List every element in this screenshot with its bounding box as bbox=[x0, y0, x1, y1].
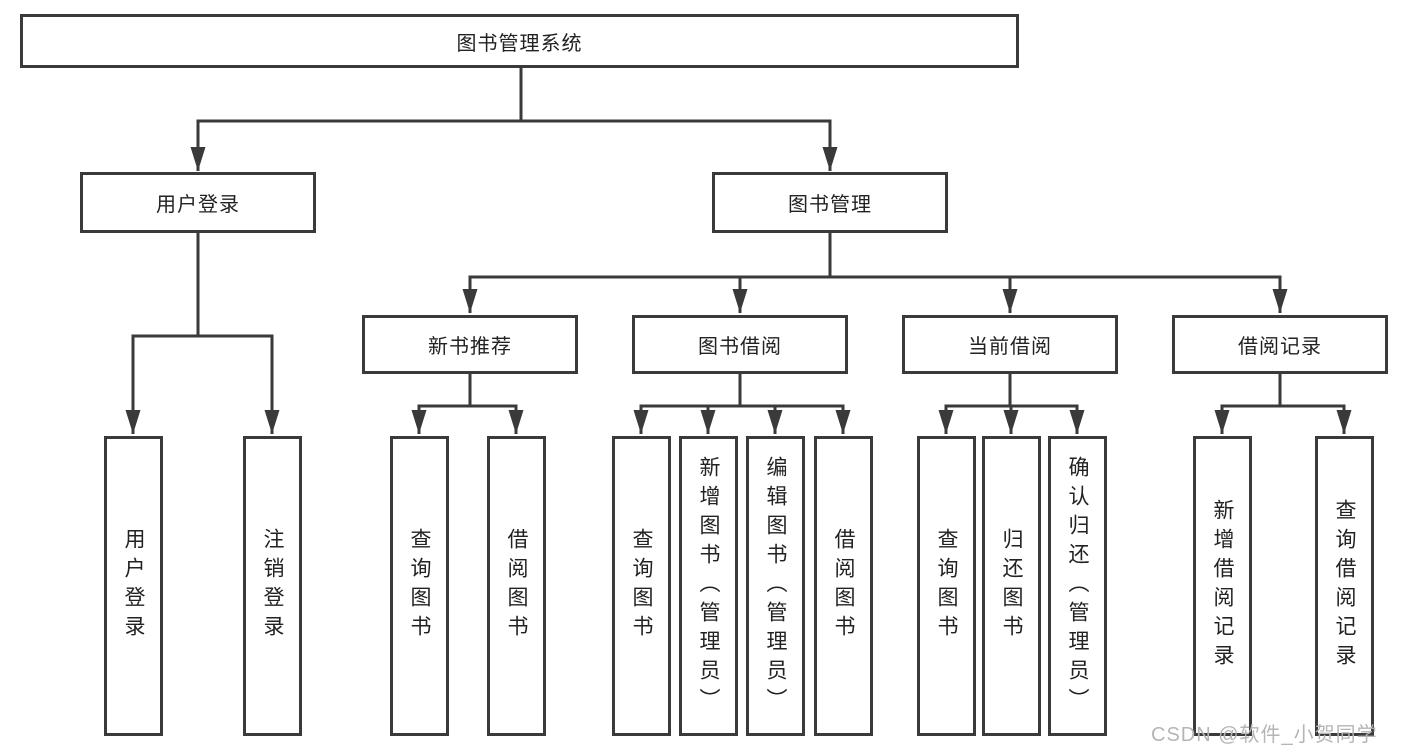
node-user-login: 用户登录 bbox=[80, 172, 316, 233]
leaf-borrow-books-borrowing: 借阅图书 bbox=[814, 436, 873, 736]
csdn-watermark: CSDN @软件_小贺同学 bbox=[1151, 724, 1378, 746]
connector-new-book-recommend-children bbox=[411, 374, 524, 434]
leaf-confirm-return-admin-label: 确认归还（管理员） bbox=[1066, 455, 1089, 717]
leaf-user-login-label: 用户登录 bbox=[122, 528, 145, 644]
node-system-root: 图书管理系统 bbox=[20, 14, 1019, 68]
leaf-add-books-admin-label: 新增图书（管理员） bbox=[697, 455, 720, 717]
node-book-management: 图书管理 bbox=[712, 172, 948, 233]
node-current-borrowing: 当前借阅 bbox=[902, 315, 1118, 374]
leaf-logout: 注销登录 bbox=[243, 436, 302, 736]
connector-user-login-children bbox=[125, 233, 280, 434]
leaf-borrow-books-borrowing-label: 借阅图书 bbox=[832, 528, 855, 644]
node-user-login-label: 用户登录 bbox=[156, 194, 240, 216]
node-book-management-label: 图书管理 bbox=[788, 194, 872, 216]
leaf-return-books: 归还图书 bbox=[982, 436, 1041, 736]
node-book-borrowing: 图书借阅 bbox=[632, 315, 848, 374]
leaf-confirm-return-admin: 确认归还（管理员） bbox=[1048, 436, 1107, 736]
connector-book-management-children bbox=[462, 233, 1288, 313]
node-current-borrowing-label: 当前借阅 bbox=[968, 336, 1052, 358]
connector-root-to-level2 bbox=[190, 67, 838, 171]
node-system-root-label: 图书管理系统 bbox=[456, 32, 583, 55]
leaf-query-books-recommend: 查询图书 bbox=[390, 436, 449, 736]
leaf-query-borrow-record-label: 查询借阅记录 bbox=[1333, 499, 1356, 673]
leaf-edit-books-admin-label: 编辑图书（管理员） bbox=[764, 455, 787, 717]
leaf-add-borrow-record: 新增借阅记录 bbox=[1193, 436, 1252, 736]
connector-book-borrowing-children bbox=[633, 374, 851, 434]
leaf-edit-books-admin: 编辑图书（管理员） bbox=[746, 436, 805, 736]
leaf-query-books-borrowing: 查询图书 bbox=[612, 436, 671, 736]
leaf-return-books-label: 归还图书 bbox=[1000, 528, 1023, 644]
leaf-borrow-books-recommend-label: 借阅图书 bbox=[505, 528, 528, 644]
leaf-user-login: 用户登录 bbox=[104, 436, 163, 736]
leaf-logout-label: 注销登录 bbox=[261, 528, 284, 644]
leaf-query-books-current-label: 查询图书 bbox=[935, 528, 958, 644]
leaf-query-books-current: 查询图书 bbox=[917, 436, 976, 736]
node-new-book-recommend-label: 新书推荐 bbox=[428, 336, 512, 358]
node-borrowing-records: 借阅记录 bbox=[1172, 315, 1388, 374]
leaf-query-borrow-record: 查询借阅记录 bbox=[1315, 436, 1374, 736]
connector-borrowing-records-children bbox=[1214, 374, 1352, 434]
connector-current-borrowing-children bbox=[938, 374, 1085, 434]
leaf-borrow-books-recommend: 借阅图书 bbox=[487, 436, 546, 736]
node-book-borrowing-label: 图书借阅 bbox=[698, 336, 782, 358]
node-borrowing-records-label: 借阅记录 bbox=[1238, 336, 1322, 358]
leaf-add-borrow-record-label: 新增借阅记录 bbox=[1211, 499, 1234, 673]
leaf-query-books-recommend-label: 查询图书 bbox=[408, 528, 431, 644]
leaf-add-books-admin: 新增图书（管理员） bbox=[679, 436, 738, 736]
leaf-query-books-borrowing-label: 查询图书 bbox=[630, 528, 653, 644]
node-new-book-recommend: 新书推荐 bbox=[362, 315, 578, 374]
